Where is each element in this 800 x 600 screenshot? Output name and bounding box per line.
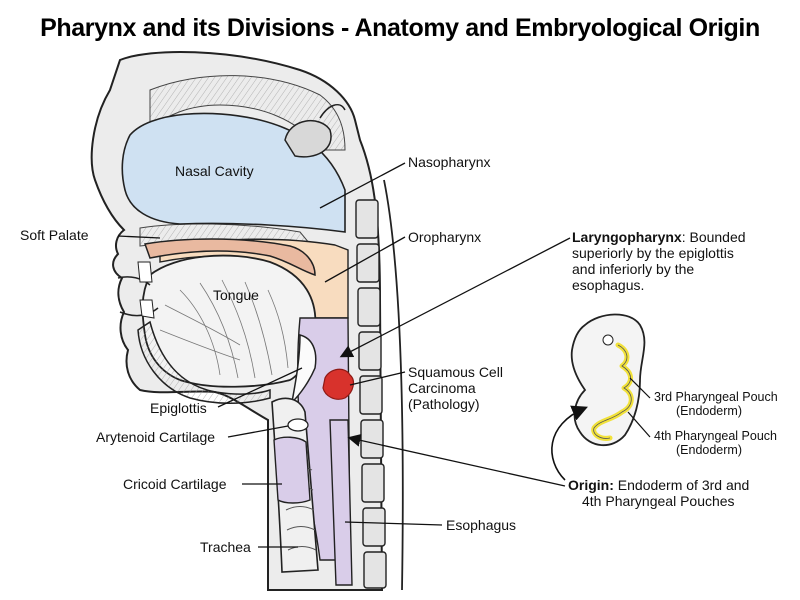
lower-lip	[119, 307, 159, 317]
label-nasal-cavity: Nasal Cavity	[175, 163, 254, 179]
posterior-neck	[383, 179, 404, 591]
label-pouch4-line1: 4th Pharyngeal Pouch	[654, 429, 777, 443]
label-origin-heading: Origin:	[568, 477, 614, 493]
embryo-body	[570, 313, 646, 447]
teeth-upper	[137, 261, 153, 283]
labels: Nasal Cavity Tongue Soft Palate Nasophar…	[20, 154, 778, 555]
label-pouch3-line1: 3rd Pharyngeal Pouch	[654, 390, 778, 404]
soft-palate	[143, 238, 316, 277]
cricoid-cartilage	[273, 436, 311, 504]
leader-lines	[117, 162, 571, 548]
label-origin-line1: Origin: Endoderm of 3rd and	[568, 477, 749, 493]
diagram-title: Pharynx and its Divisions - Anatomy and …	[40, 14, 760, 42]
squamous-cell-tumor	[322, 368, 355, 400]
embryo-arrow	[551, 405, 588, 481]
label-squamous-line2: Carcinoma	[408, 380, 476, 396]
mandible	[137, 320, 271, 404]
label-epiglottis: Epiglottis	[150, 400, 207, 416]
label-pouch3-line2: (Endoderm)	[676, 404, 742, 418]
label-soft-palate: Soft Palate	[20, 227, 89, 243]
label-tongue: Tongue	[213, 287, 259, 303]
label-laryngopharynx-line2: superiorly by the epiglottis	[572, 245, 734, 261]
sphenoid-sinus	[284, 120, 332, 158]
label-laryngopharynx-line3: and inferiorly by the	[572, 261, 694, 277]
label-laryngopharynx-line4: esophagus.	[572, 277, 644, 293]
vertebral-column	[355, 199, 387, 589]
label-oropharynx: Oropharynx	[408, 229, 481, 245]
occipital-bump	[319, 103, 346, 119]
label-origin-line2: 4th Pharyngeal Pouches	[582, 493, 735, 509]
label-cricoid: Cricoid Cartilage	[123, 476, 227, 492]
label-trachea: Trachea	[200, 539, 251, 555]
label-laryngopharynx-line1: Laryngopharynx: Bounded	[572, 229, 746, 245]
label-esophagus: Esophagus	[446, 517, 516, 533]
head-section	[90, 50, 404, 591]
epiglottis	[290, 334, 317, 404]
label-squamous-line1: Squamous Cell	[408, 364, 503, 380]
label-pouch4-line2: (Endoderm)	[676, 443, 742, 457]
embryo-illustration	[551, 313, 651, 481]
label-nasopharynx: Nasopharynx	[408, 154, 491, 170]
esophagus	[329, 419, 353, 586]
label-laryngopharynx-heading: Laryngopharynx	[572, 229, 682, 245]
skull-base-bone	[149, 75, 346, 151]
tongue-striations	[159, 279, 289, 379]
teeth-lower	[139, 299, 155, 319]
label-arytenoid: Arytenoid Cartilage	[96, 429, 215, 445]
label-squamous-line3: (Pathology)	[408, 396, 480, 412]
upper-lip	[117, 276, 151, 286]
arytenoid-cartilage	[287, 418, 309, 432]
